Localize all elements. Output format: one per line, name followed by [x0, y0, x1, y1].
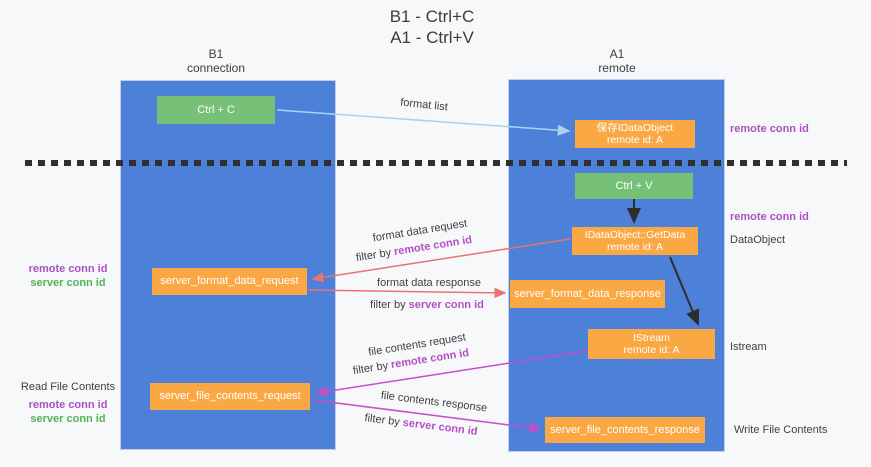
label-format-data-response: format data response — [377, 277, 481, 289]
lifeline-header-a1: A1 remote — [557, 47, 677, 75]
node-ctrl-c-label: Ctrl + C — [197, 103, 235, 116]
node-server-file-contents-response: server_file_contents_response — [545, 417, 705, 443]
label-file-contents-response: file contents response — [380, 389, 488, 415]
filter-prefix: filter by — [352, 359, 393, 378]
label-write-file-contents: Write File Contents — [734, 424, 828, 436]
node-idataobject-getdata: IDataObject::GetData remote id: A — [572, 227, 698, 255]
lifeline-header-b1: B1 connection — [156, 47, 276, 75]
node-getdata-line1: IDataObject::GetData — [584, 229, 686, 241]
title-line-1: B1 - Ctrl+C — [389, 7, 475, 26]
label-format-list: format list — [399, 96, 449, 114]
node-istream: IStream remote id: A — [588, 329, 715, 359]
node-istream-line2: remote id: A — [623, 344, 680, 356]
lifeline-b1-role: connection — [186, 61, 246, 75]
filter-prefix: filter by — [363, 412, 404, 429]
node-save-idataobject-line1: 保存IDataObject — [596, 122, 674, 134]
label-filter-by-server-conn-id-1: filter by server conn id — [370, 299, 484, 311]
label-remote-conn-id-right-2: remote conn id — [730, 211, 809, 223]
label-remote-conn-id-left-1: remote conn id — [28, 263, 108, 275]
node-server-format-data-response: server_format_data_response — [510, 280, 665, 308]
node-save-idataobject: 保存IDataObject remote id: A — [575, 120, 695, 148]
label-remote-conn-id-left-2: remote conn id — [28, 399, 108, 411]
node-server-format-data-response-label: server_format_data_response — [514, 287, 661, 300]
node-save-idataobject-line2: remote id: A — [606, 134, 664, 146]
node-server-file-contents-request: server_file_contents_request — [150, 383, 310, 410]
node-server-file-contents-request-label: server_file_contents_request — [159, 390, 301, 402]
node-istream-line1: IStream — [633, 332, 670, 344]
label-server-conn-id-left-2: server conn id — [30, 413, 106, 425]
diagram-title: B1 - Ctrl+C A1 - Ctrl+V — [332, 6, 532, 48]
label-remote-conn-id-right-1: remote conn id — [730, 123, 809, 135]
lifeline-a1-role: remote — [598, 61, 636, 75]
filter-prefix: filter by — [370, 299, 409, 311]
node-server-file-contents-response-label: server_file_contents_response — [550, 423, 700, 436]
label-istream: Istream — [730, 341, 767, 353]
server-conn-id-highlight: server conn id — [408, 299, 484, 311]
dashed-divider — [25, 160, 847, 166]
filter-prefix: filter by — [355, 246, 396, 265]
node-ctrl-v: Ctrl + V — [575, 173, 693, 199]
node-getdata-line2: remote id: A — [606, 241, 664, 253]
label-server-conn-id-left-1: server conn id — [30, 277, 106, 289]
label-filter-by-server-conn-id-2: filter by server conn id — [364, 412, 478, 438]
node-ctrl-c: Ctrl + C — [157, 96, 275, 124]
node-ctrl-v-label: Ctrl + V — [615, 179, 653, 192]
server-conn-id-highlight: server conn id — [402, 416, 479, 438]
lifeline-b1-name: B1 — [208, 47, 224, 61]
title-line-2: A1 - Ctrl+V — [390, 28, 474, 47]
arrow-format-data-response — [307, 287, 507, 299]
lifeline-a1-name: A1 — [609, 47, 625, 61]
label-read-file-contents: Read File Contents — [20, 381, 116, 393]
node-server-format-data-request: server_format_data_request — [152, 268, 307, 295]
node-server-format-data-request-label: server_format_data_request — [160, 275, 299, 287]
label-dataobject: DataObject — [730, 234, 786, 246]
